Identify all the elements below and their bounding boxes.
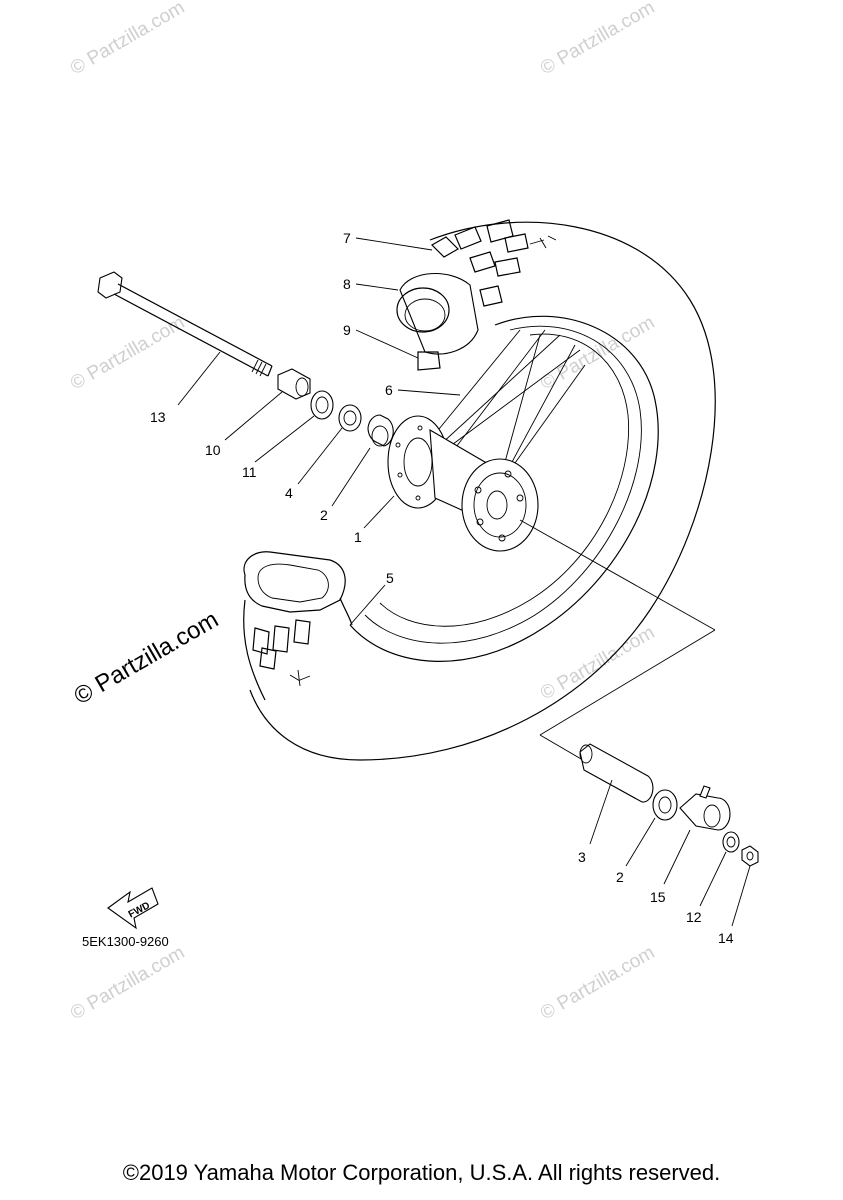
- callout-10: 10: [205, 442, 221, 458]
- callout-7: 7: [343, 230, 351, 246]
- left-small-parts: [277, 368, 394, 447]
- callout-8: 8: [343, 276, 351, 292]
- callout-9: 9: [343, 322, 351, 338]
- watermark: © Partzilla.com: [67, 942, 188, 1024]
- watermark-prominent: © Partzilla.com: [70, 606, 224, 710]
- callout-6: 6: [385, 382, 393, 398]
- copyright-notice: ©2019 Yamaha Motor Corporation, U.S.A. A…: [122, 1160, 721, 1185]
- rim-spokes: [429, 329, 586, 481]
- callout-11: 11: [242, 464, 257, 480]
- fwd-arrow: FWD: [107, 887, 159, 930]
- tire: [243, 219, 716, 761]
- watermark: © Partzilla.com: [67, 0, 188, 79]
- callout-15: 15: [650, 889, 666, 905]
- hub: [387, 415, 539, 552]
- callout-13: 13: [150, 409, 166, 425]
- tube-and-rim-band: [396, 273, 479, 371]
- callout-5: 5: [386, 570, 394, 586]
- watermark: © Partzilla.com: [537, 942, 658, 1024]
- part-code: 5EK1300-9260: [82, 934, 169, 949]
- watermark: © Partzilla.com: [537, 0, 658, 79]
- right-small-parts: [579, 743, 759, 867]
- callout-labels: 7 8 9 6 13 10 11 4 2 1 5 3 2 15 12 14: [150, 230, 734, 946]
- leader-lines: [177, 237, 751, 927]
- callout-2-left: 2: [320, 507, 328, 523]
- callout-3: 3: [578, 849, 586, 865]
- callout-2-right: 2: [616, 869, 624, 885]
- axle: [97, 271, 716, 771]
- callout-14: 14: [718, 930, 734, 946]
- callout-4: 4: [285, 485, 293, 501]
- callout-12: 12: [686, 909, 702, 925]
- watermark: © Partzilla.com: [537, 622, 658, 704]
- watermarks: © Partzilla.com © Partzilla.com © Partzi…: [67, 0, 658, 1024]
- callout-1: 1: [354, 529, 362, 545]
